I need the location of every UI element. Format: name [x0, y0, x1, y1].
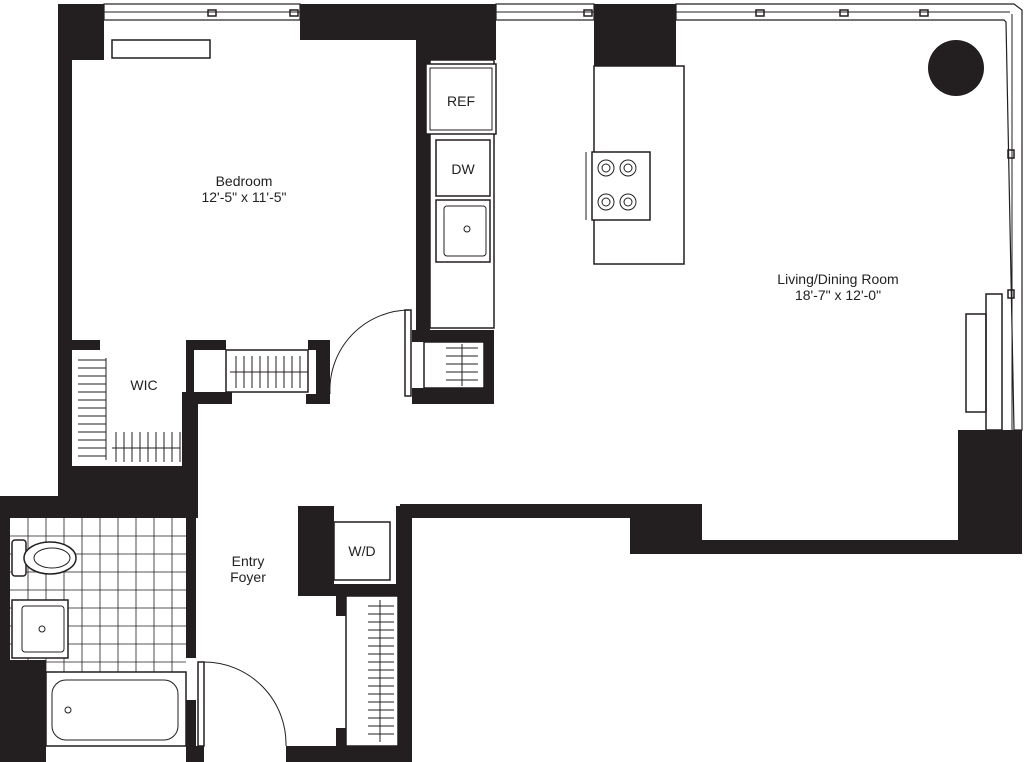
kitchen: REF DW [423, 59, 685, 389]
sink-drain-icon [463, 225, 471, 233]
bath-vanity-sink [11, 599, 69, 659]
bedroom-size: 12'-5" x 11'-5" [201, 189, 286, 205]
entry-label: Entry [232, 553, 265, 569]
burner-icons [597, 159, 637, 211]
living-name: Living/Dining Room [777, 271, 898, 287]
washer-dryer [333, 521, 391, 581]
bath-door-swing [203, 661, 287, 747]
living-dining-room: Living/Dining Room 18'-7" x 12'-0" [777, 40, 1003, 431]
bathtub-icon [45, 671, 187, 747]
wic-rod-bottom [115, 432, 181, 462]
washer-dryer-label: W/D [348, 543, 375, 559]
coat-closet-rod [368, 605, 394, 735]
foyer-label: Foyer [230, 569, 266, 585]
walls [0, 4, 1022, 762]
walk-in-closet: WIC [78, 349, 309, 462]
bedroom-name: Bedroom [216, 173, 273, 189]
refrigerator-label: REF [447, 93, 475, 109]
windows [103, 3, 1023, 431]
toilet-icon [11, 539, 77, 577]
entry-foyer: Entry Foyer W/D [230, 521, 399, 747]
dishwasher-label: DW [451, 161, 475, 177]
pantry-shelves [446, 347, 478, 381]
bedroom-window-seat [111, 39, 211, 59]
living-size: 18'-7" x 12'-0" [795, 287, 881, 303]
dishwasher [435, 139, 491, 197]
bedroom-door-swing [329, 309, 411, 395]
wic-rod-left [78, 359, 106, 457]
hvac-unit [965, 313, 987, 413]
wic-label: WIC [130, 377, 157, 393]
bathroom [10, 518, 287, 747]
refrigerator [425, 63, 497, 135]
column-icon [928, 40, 984, 96]
kitchen-sink [435, 199, 491, 263]
vanity-drain-icon [38, 625, 46, 633]
hall-closet-rod [235, 356, 301, 388]
bedroom: Bedroom 12'-5" x 11'-5" [111, 39, 412, 397]
